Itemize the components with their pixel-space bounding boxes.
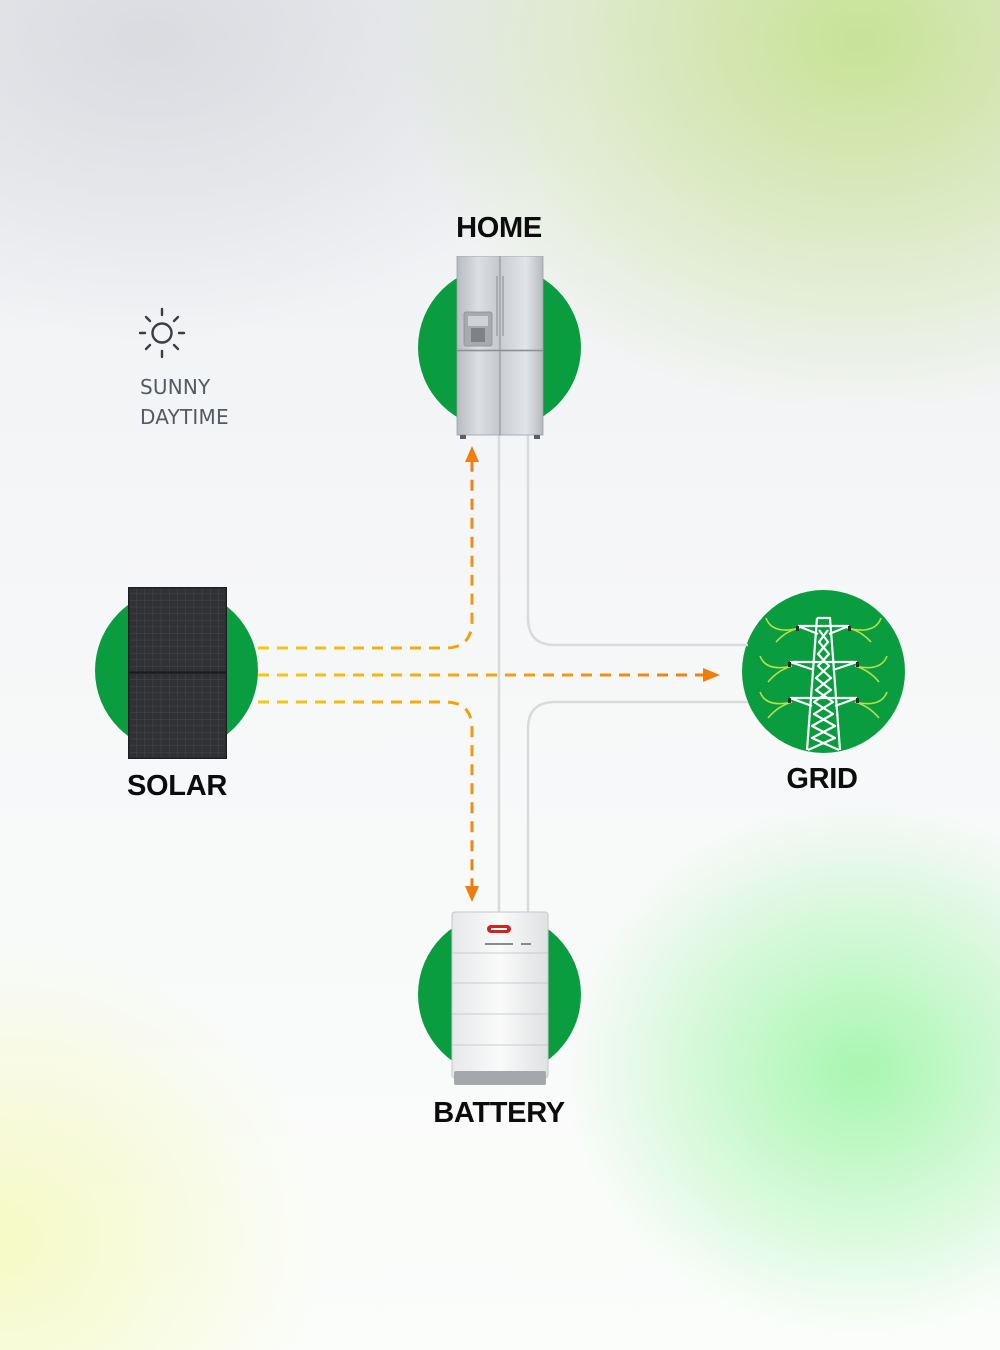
energy-flows — [258, 462, 704, 886]
arrow-battery — [465, 886, 479, 902]
battery-label: BATTERY — [433, 1097, 565, 1129]
weather-line-1: SUNNY — [140, 375, 211, 399]
grid-label: GRID — [786, 763, 858, 795]
power-pylon-icon — [759, 616, 888, 752]
solar-label: SOLAR — [126, 770, 227, 802]
flow-solar-to-battery — [258, 700, 474, 886]
weather-status: SUNNY DAYTIME — [140, 372, 229, 432]
flow-solar-to-home — [258, 462, 474, 650]
sun-icon — [138, 307, 186, 359]
solar-panel-icon — [128, 587, 227, 759]
home-label: HOME — [456, 212, 542, 244]
arrow-home — [465, 446, 479, 462]
connector-wires — [497, 430, 748, 915]
flow-arrowheads — [465, 446, 720, 902]
battery-storage-icon — [451, 911, 549, 1085]
weather-line-2: DAYTIME — [140, 405, 229, 429]
weather-indicator — [138, 305, 188, 366]
refrigerator-icon — [456, 256, 544, 439]
connector-grid-battery — [526, 700, 748, 915]
arrow-grid — [703, 668, 720, 682]
connector-home-grid — [526, 430, 748, 647]
